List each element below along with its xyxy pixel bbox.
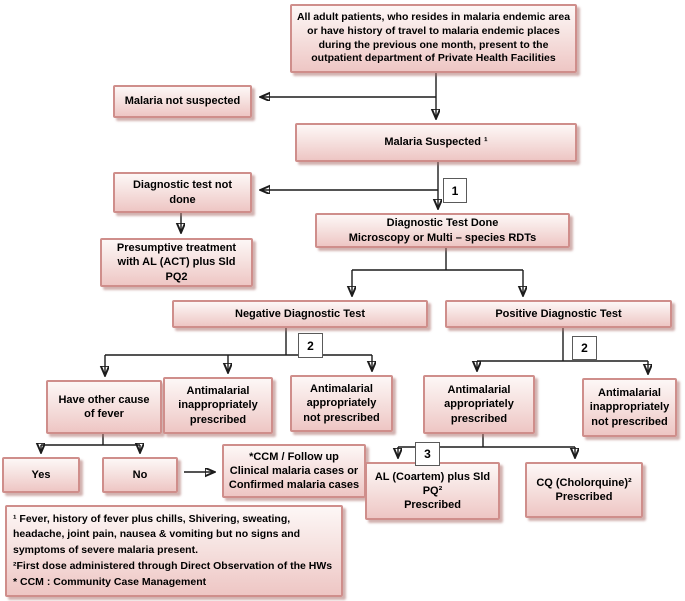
connector: [41, 434, 140, 446]
callout-step-1: 1: [443, 178, 467, 203]
node-presumptive-treatment: Presumptive treatment with AL (ACT) plus…: [100, 238, 253, 287]
callout-step-3: 3: [415, 442, 440, 466]
connector: [352, 248, 523, 271]
footnote-box: ¹ Fever, history of fever plus chills, S…: [5, 505, 343, 597]
node-malaria-suspected: Malaria Suspected ¹: [295, 123, 577, 162]
connector: [477, 328, 648, 362]
node-no: No: [102, 457, 178, 493]
callout-step-2-negative: 2: [298, 333, 323, 358]
node-diagnostic-test-done: Diagnostic Test Done Microscopy or Multi…: [315, 213, 570, 248]
connector: [105, 328, 372, 356]
node-antimalarial-appropriately-prescribed: Antimalarial appropriately prescribed: [423, 375, 535, 434]
node-antimalarial-inappropriately-not-prescribed: Antimalarial inappropriately not prescri…: [582, 378, 677, 437]
node-patient-population: All adult patients, who resides in malar…: [290, 4, 577, 73]
node-diagnostic-test-not-done: Diagnostic test not done: [113, 172, 252, 213]
node-yes: Yes: [2, 457, 80, 493]
node-antimalarial-appropriately-not-prescribed: Antimalarial appropriately not prescribe…: [290, 375, 393, 432]
node-negative-diagnostic-test: Negative Diagnostic Test: [172, 300, 428, 328]
node-malaria-not-suspected: Malaria not suspected: [113, 85, 252, 118]
node-ccm-followup: *CCM / Follow up Clinical malaria cases …: [222, 444, 366, 498]
callout-step-2-positive: 2: [572, 336, 597, 360]
node-antimalarial-inappropriately-prescribed: Antimalarial inappropriately prescribed: [163, 377, 273, 434]
node-al-coartem-prescribed: AL (Coartem) plus Sld PQ² Prescribed: [365, 462, 500, 520]
node-have-other-cause-of-fever: Have other cause of fever: [46, 380, 162, 434]
node-positive-diagnostic-test: Positive Diagnostic Test: [445, 300, 672, 328]
node-cq-chloroquine-prescribed: CQ (Cholorquine)² Prescribed: [525, 462, 643, 518]
